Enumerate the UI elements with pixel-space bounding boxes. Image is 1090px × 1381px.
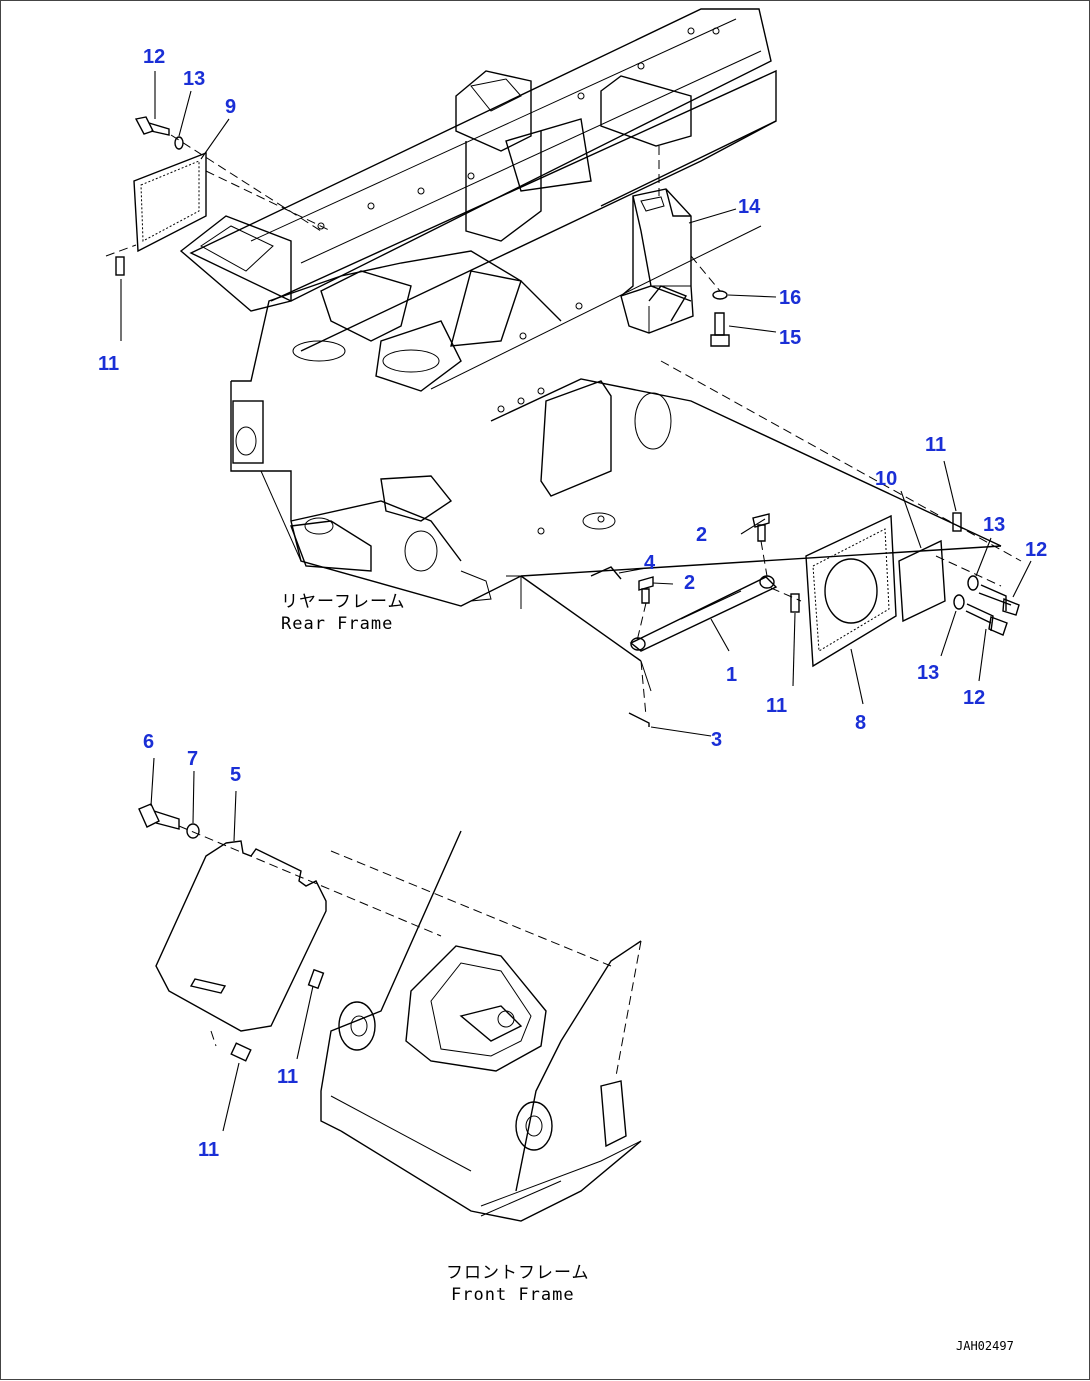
rear-frame xyxy=(179,8,1002,692)
callout-2-lower: 2 xyxy=(684,572,695,594)
callout-3: 3 xyxy=(711,729,722,751)
callout-4: 4 xyxy=(644,552,656,574)
part-13-washer-b xyxy=(967,575,979,591)
callout-11-top-left: 11 xyxy=(98,353,119,375)
part-12-bolt-c xyxy=(965,603,1008,636)
part-11-shim-d xyxy=(307,968,325,990)
part-13-washer-c xyxy=(953,594,965,610)
part-11-shim-b xyxy=(952,512,962,532)
callout-1: 1 xyxy=(726,664,737,686)
callout-9: 9 xyxy=(225,96,236,118)
callout-12-top: 12 xyxy=(143,46,165,68)
part-11-shim-c xyxy=(790,593,800,613)
callout-13-right: 13 xyxy=(983,514,1005,536)
part-5-cover xyxy=(155,840,327,1032)
part-2-bolt-a xyxy=(752,513,770,542)
part-11-shim-e xyxy=(230,1042,252,1062)
callout-13-right-bottom: 13 xyxy=(917,662,939,684)
callout-11-right-top: 11 xyxy=(925,434,946,456)
callout-2-upper: 2 xyxy=(696,524,707,546)
part-16-washer xyxy=(712,290,728,300)
part-12-bolt-top xyxy=(134,116,170,136)
callout-16: 16 xyxy=(779,287,801,309)
rear-frame-caption-en: Rear Frame xyxy=(281,614,393,634)
part-7-washer xyxy=(186,823,200,839)
part-4-shim xyxy=(590,566,622,580)
callout-11-right-bottom: 11 xyxy=(766,695,787,717)
part-3-shim xyxy=(628,712,650,727)
front-frame-caption-en: Front Frame xyxy=(451,1285,575,1305)
callout-labels: 12 13 9 11 14 16 15 11 10 13 12 2 4 2 1 … xyxy=(98,46,1047,1161)
part-9-cover-plate xyxy=(133,151,207,253)
part-12-bolt-b xyxy=(978,584,1020,616)
part-1-bar xyxy=(629,575,778,652)
callout-5: 5 xyxy=(230,764,241,786)
part-6-bolt xyxy=(138,803,180,830)
part-8-cover xyxy=(805,514,897,668)
part-15-bolt xyxy=(710,312,730,347)
part-2-bolt-b xyxy=(638,576,654,604)
leader-lines xyxy=(120,71,1032,1132)
callout-6: 6 xyxy=(143,731,154,753)
callout-10: 10 xyxy=(875,468,897,490)
callout-12-right-bottom: 12 xyxy=(963,687,985,709)
part-14-stopper xyxy=(620,188,694,334)
front-frame xyxy=(320,830,642,1222)
part-10-plate xyxy=(898,539,946,623)
callout-8: 8 xyxy=(855,712,866,734)
rear-frame-caption-jp: リヤーフレーム xyxy=(281,592,405,612)
callout-7: 7 xyxy=(187,748,198,770)
drawing-number: JAH02497 xyxy=(956,1339,1014,1353)
callout-11-front-right: 11 xyxy=(277,1066,298,1088)
callout-14: 14 xyxy=(738,196,761,218)
callout-13-top: 13 xyxy=(183,68,205,90)
part-11-shim-a xyxy=(115,256,125,276)
callout-11-front-bottom: 11 xyxy=(198,1139,219,1161)
front-frame-caption-jp: フロントフレーム xyxy=(446,1263,590,1283)
callout-12-right: 12 xyxy=(1025,539,1047,561)
callout-15: 15 xyxy=(779,327,801,349)
